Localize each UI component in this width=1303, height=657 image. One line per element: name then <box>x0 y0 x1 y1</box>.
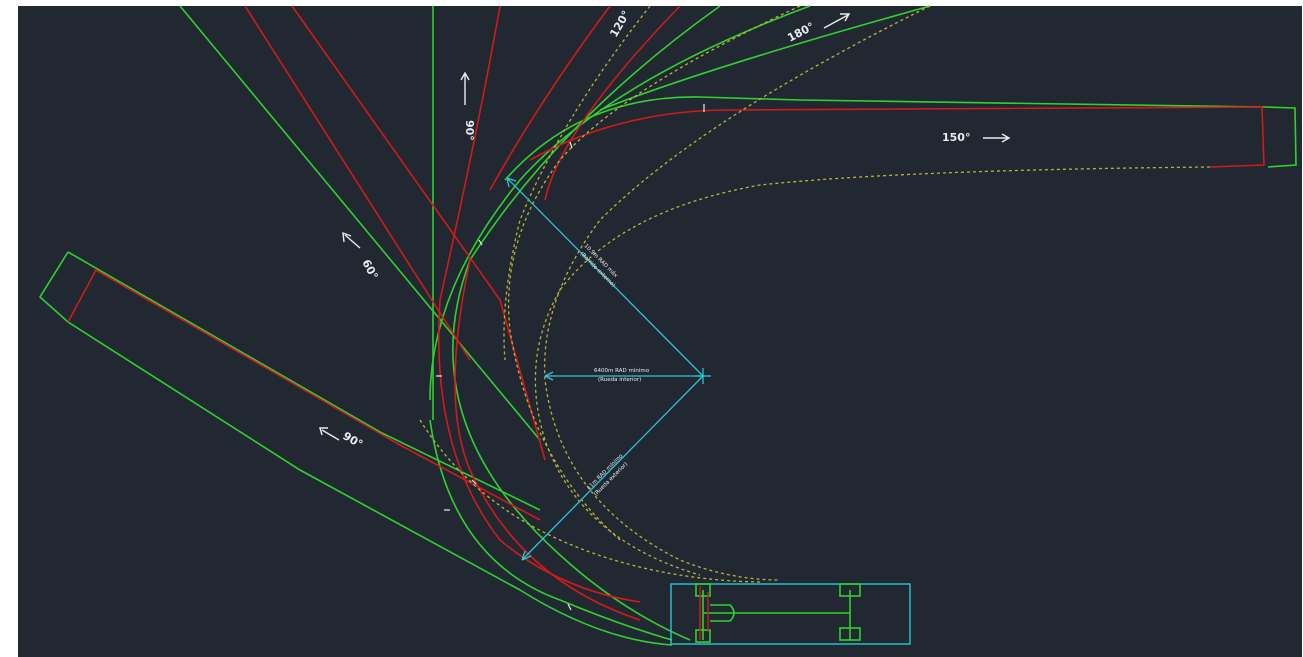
drawing-background <box>18 6 1302 657</box>
vehicle-body-outline <box>670 583 911 645</box>
label-90-vertical: 90° <box>463 120 476 141</box>
arrow-icon <box>983 133 1011 143</box>
dashed-path-inner <box>534 166 1211 576</box>
tick-marks <box>436 104 705 611</box>
green-left-body <box>38 251 673 646</box>
dim-label-inner-2: (Rueda interior) <box>598 377 641 383</box>
green-left-top <box>67 251 541 511</box>
arrow-icon <box>460 71 470 105</box>
green-envelope-lines <box>38 5 1297 646</box>
red-inner-return <box>454 259 641 621</box>
arrow-icon <box>319 427 340 441</box>
green-line-30-outer <box>179 5 541 441</box>
truck-wheelbase-icon <box>695 583 861 643</box>
green-top-rim <box>504 96 1297 181</box>
vehicle-red-wheel-marks <box>699 586 709 640</box>
red-line-120 <box>489 5 611 191</box>
dim-arrow-outer <box>506 177 517 188</box>
red-line-30 <box>244 5 471 361</box>
dashed-path-outer <box>543 5 931 581</box>
vehicle-plan <box>670 583 911 645</box>
green-inner-return <box>429 419 673 641</box>
dashed-wheel-paths <box>419 5 1211 583</box>
label-150: 150° <box>942 131 970 144</box>
arrow-icon <box>342 231 361 249</box>
dim-vehicle-radius-line <box>521 375 704 561</box>
red-curve-150-inner <box>544 5 681 201</box>
green-curve-150 <box>429 5 811 401</box>
dim-outer-radius-line <box>506 177 704 377</box>
dim-arrow-vehicle <box>521 550 532 561</box>
dimension-lines <box>506 177 711 561</box>
red-left-body <box>67 268 541 521</box>
green-curve-wide <box>452 5 721 641</box>
red-top-rim <box>529 106 1265 168</box>
left-strip <box>0 0 18 657</box>
arrow-icon <box>823 13 851 29</box>
dim-arrow-inner <box>544 371 554 381</box>
dashed-path-left <box>419 419 761 583</box>
direction-arrows <box>319 13 1011 441</box>
dim-label-inner-1: 6400m RAD mínimo <box>594 367 650 374</box>
green-curve-180 <box>599 5 931 111</box>
